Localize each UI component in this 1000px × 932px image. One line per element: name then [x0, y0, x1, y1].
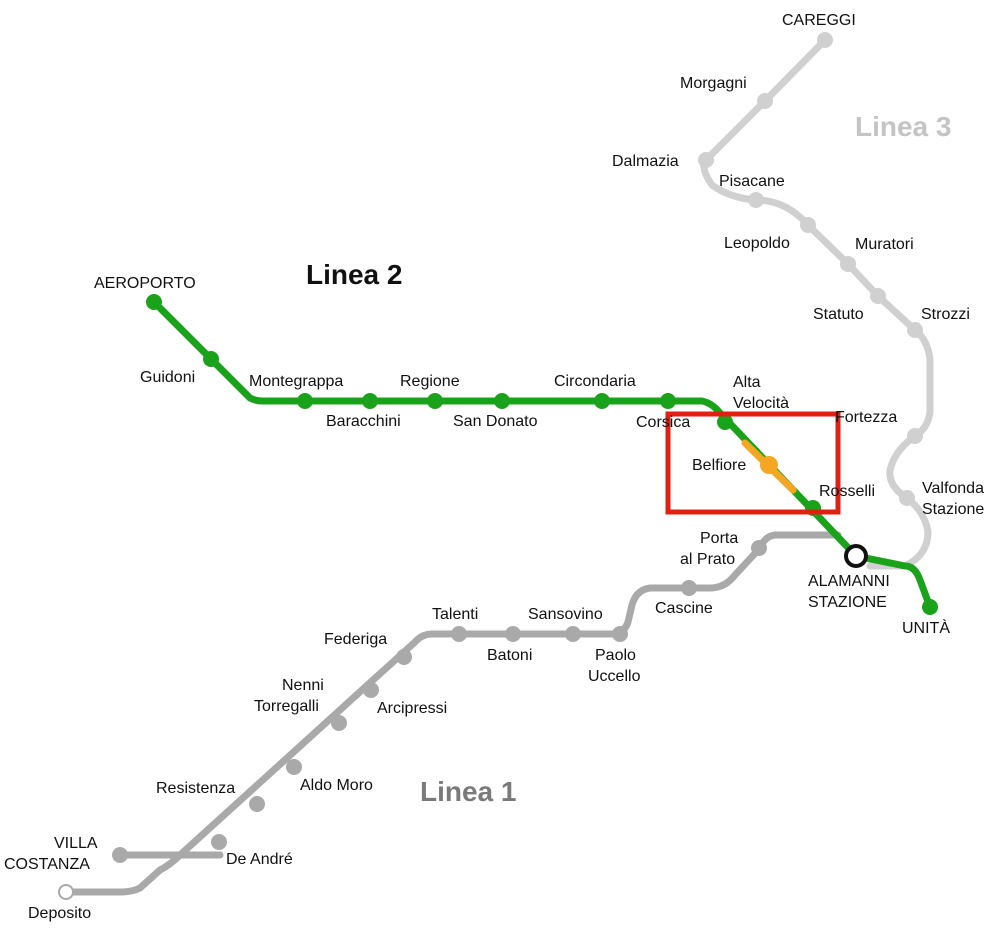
station-belfiore[interactable] [760, 456, 778, 474]
label-careggi: CAREGGI [782, 12, 856, 29]
label-federiga: Federiga [324, 631, 387, 648]
label-aldo-moro: Aldo Moro [300, 777, 373, 794]
linea3-route [698, 32, 934, 570]
label-dalmazia: Dalmazia [612, 153, 679, 170]
label-nenni-1: Nenni [282, 677, 324, 694]
label-baracchini: Baracchini [326, 413, 401, 430]
label-paolo-uccello-2: Uccello [588, 668, 641, 685]
label-de-andre: De André [226, 851, 293, 868]
label-morgagni: Morgagni [680, 75, 747, 92]
label-deposito: Deposito [28, 905, 91, 922]
station-arcipressi[interactable] [363, 682, 379, 698]
station-pisacane[interactable] [748, 192, 764, 208]
label-alta-velocita-2: Velocità [733, 395, 789, 412]
station-batoni[interactable] [505, 626, 521, 642]
label-circondaria: Circondaria [554, 373, 636, 390]
label-villa-costanza-1: VILLA [54, 835, 98, 852]
label-statuto: Statuto [813, 306, 864, 323]
label-alta-velocita-1: Alta [733, 374, 761, 391]
station-villa-costanza[interactable] [112, 847, 128, 863]
label-montegrappa: Montegrappa [249, 373, 343, 390]
label-porta-al-prato-2: al Prato [680, 551, 735, 568]
station-careggi[interactable] [817, 32, 833, 48]
linea2-title: Linea 2 [306, 259, 402, 290]
station-circondaria[interactable] [594, 393, 610, 409]
linea1-title: Linea 1 [420, 776, 516, 807]
station-strozzi[interactable] [907, 322, 923, 338]
station-montegrappa[interactable] [297, 393, 313, 409]
label-regione: Regione [400, 373, 460, 390]
station-de-andre[interactable] [211, 834, 227, 850]
label-guidoni: Guidoni [140, 369, 195, 386]
station-guidoni[interactable] [203, 351, 219, 367]
label-san-donato: San Donato [453, 413, 538, 430]
label-strozzi: Strozzi [921, 306, 970, 323]
station-morgagni[interactable] [757, 93, 773, 109]
label-sansovino: Sansovino [528, 606, 603, 623]
linea2-route [146, 294, 938, 615]
linea2-track [150, 298, 934, 611]
station-muratori[interactable] [840, 256, 856, 272]
label-fortezza: Fortezza [835, 409, 897, 426]
label-pisacane: Pisacane [719, 173, 785, 190]
deposito-marker[interactable] [58, 884, 74, 900]
label-alamanni-2: STAZIONE [808, 594, 887, 611]
label-batoni: Batoni [487, 647, 532, 664]
label-paolo-uccello-1: Paolo [595, 647, 636, 664]
label-rosselli: Rosselli [819, 483, 875, 500]
station-porta-al-prato[interactable] [751, 540, 767, 556]
station-talenti[interactable] [451, 626, 467, 642]
label-resistenza: Resistenza [156, 780, 235, 797]
linea3-title: Linea 3 [855, 111, 951, 142]
label-belfiore: Belfiore [692, 457, 746, 474]
label-leopoldo: Leopoldo [724, 235, 790, 252]
label-villa-costanza-2: COSTANZA [4, 856, 90, 873]
linea1-track [62, 531, 842, 896]
station-cascine[interactable] [681, 580, 697, 596]
station-nenni-torregalli[interactable] [331, 715, 347, 731]
station-sansovino[interactable] [565, 626, 581, 642]
label-alamanni-1: ALAMANNI [808, 573, 890, 590]
station-san-donato[interactable] [494, 393, 510, 409]
station-valfonda-stazione[interactable] [899, 490, 915, 506]
highlight-box [665, 411, 841, 515]
linea1-route [58, 531, 842, 900]
station-statuto[interactable] [870, 288, 886, 304]
station-regione[interactable] [427, 393, 443, 409]
station-corsica[interactable] [660, 393, 676, 409]
station-fortezza[interactable] [907, 428, 923, 444]
station-aldo-moro[interactable] [286, 759, 302, 775]
linea3-track [700, 36, 934, 570]
station-federiga[interactable] [396, 649, 412, 665]
station-resistenza[interactable] [249, 796, 265, 812]
station-dalmazia[interactable] [698, 152, 714, 168]
label-cascine: Cascine [655, 600, 713, 617]
label-arcipressi: Arcipressi [377, 700, 447, 717]
label-talenti: Talenti [432, 606, 478, 623]
station-aeroporto[interactable] [146, 294, 162, 310]
station-baracchini[interactable] [362, 393, 378, 409]
label-corsica: Corsica [636, 414, 690, 431]
label-nenni-2: Torregalli [254, 698, 319, 715]
label-valfonda-2: Stazione [922, 501, 984, 518]
station-alamanni-stazione[interactable] [844, 544, 868, 568]
station-paolo-uccello[interactable] [612, 626, 628, 642]
label-porta-al-prato-1: Porta [700, 530, 738, 547]
station-alta-velocita[interactable] [717, 414, 733, 430]
label-aeroporto: AEROPORTO [94, 275, 196, 292]
station-leopoldo[interactable] [800, 217, 816, 233]
station-unita[interactable] [922, 599, 938, 615]
label-muratori: Muratori [855, 236, 914, 253]
label-valfonda-1: Valfonda [922, 480, 984, 497]
label-unita: UNITÀ [902, 618, 950, 637]
